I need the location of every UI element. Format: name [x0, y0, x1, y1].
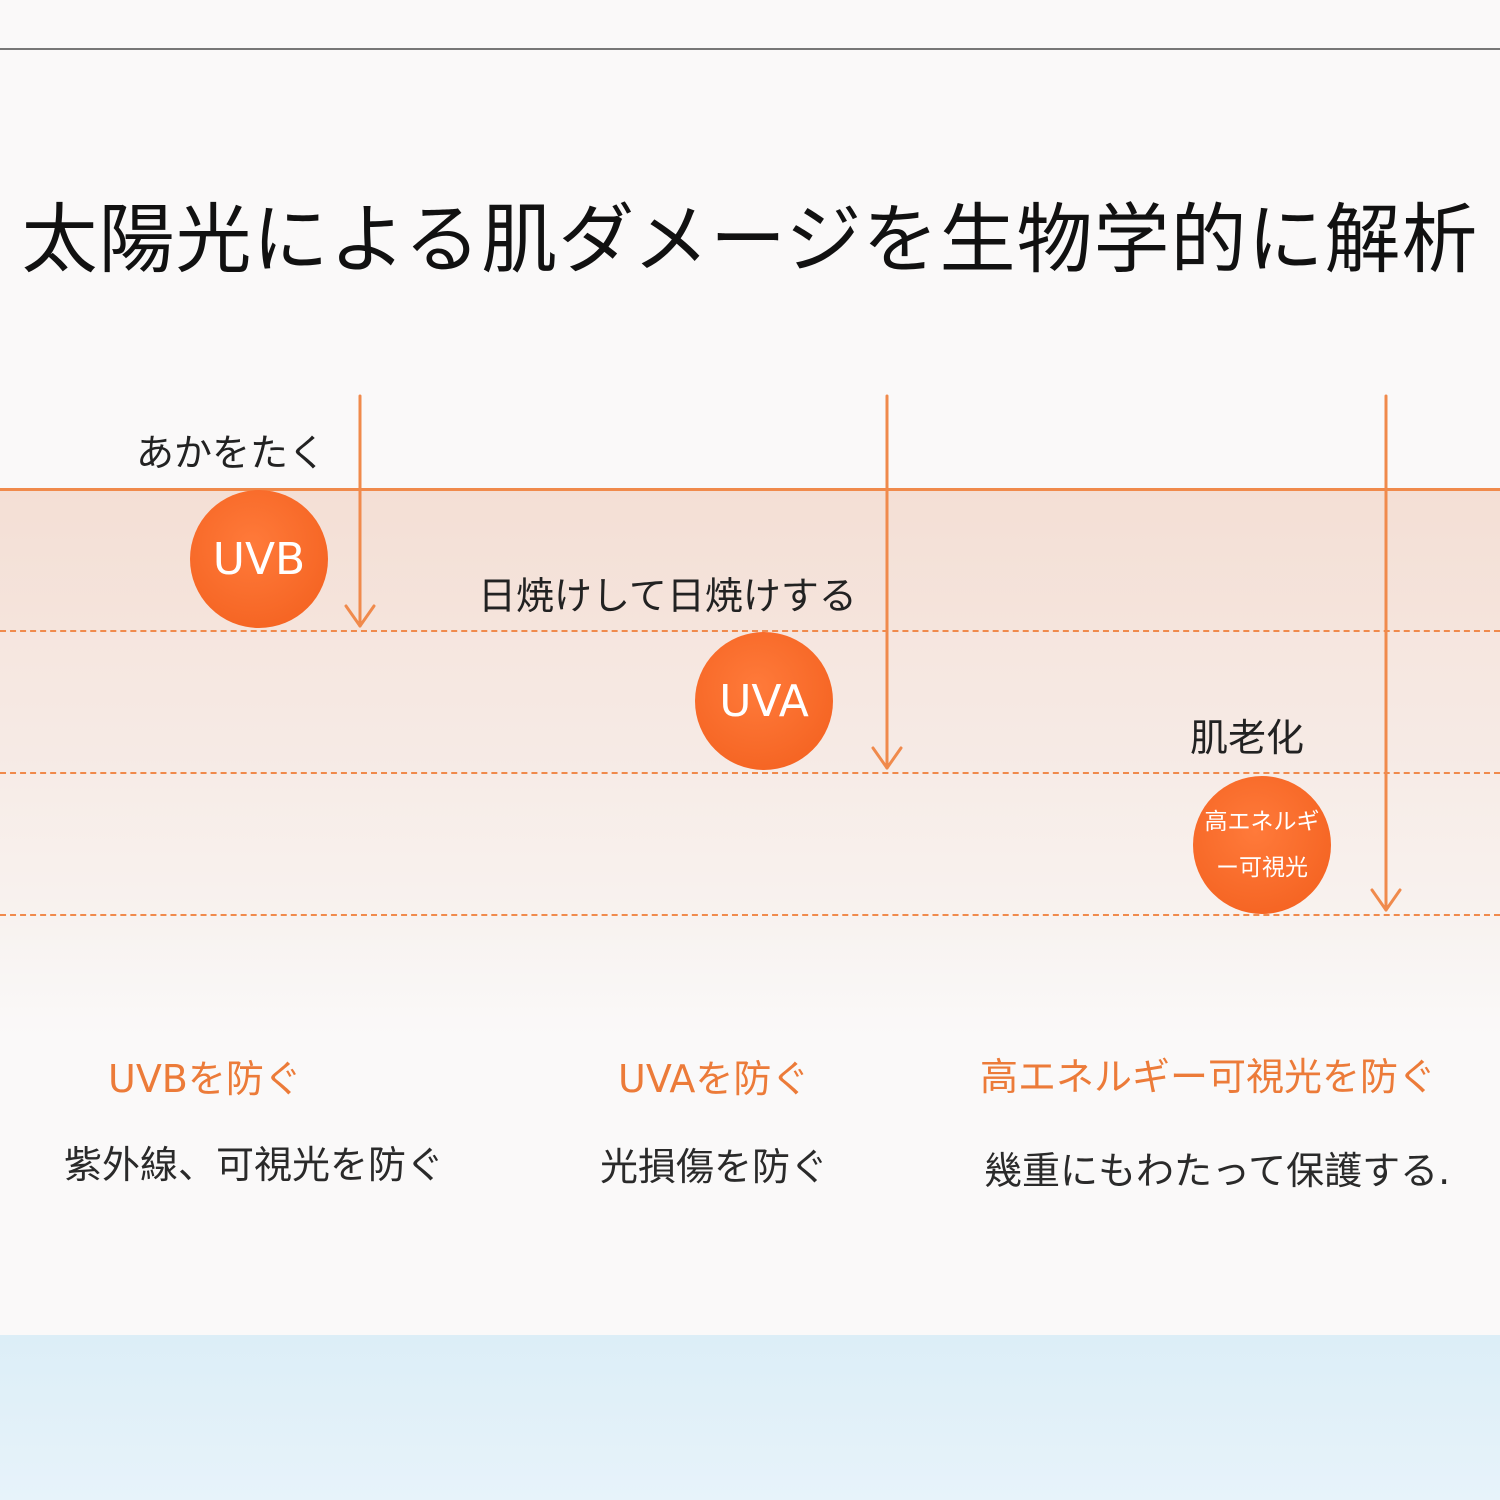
uvb-badge: UVB: [190, 490, 328, 628]
hev-badge-label-line1: 高エネルギ: [1204, 809, 1320, 835]
hev-badge: 高エネルギ ー可視光: [1193, 776, 1331, 914]
uvb-arrow: [344, 394, 376, 628]
uva-arrow: [871, 394, 903, 770]
hev-protection-text: 幾重にもわたって保護する.: [984, 1149, 1451, 1193]
tanning-label: 日焼けして日焼けする: [478, 574, 857, 618]
redness-label: あかをたく: [136, 431, 327, 475]
bottom-light-blue-area: [0, 1335, 1500, 1500]
layer-boundary-1: [0, 630, 1500, 632]
uva-protection-heading: UVAを防ぐ: [618, 1057, 810, 1101]
layer-boundary-3: [0, 914, 1500, 916]
hev-protection-heading: 高エネルギー可視光を防ぐ: [980, 1055, 1437, 1099]
uvb-protection-text: 紫外線、可視光を防ぐ: [64, 1143, 445, 1187]
uvb-protection-heading: UVBを防ぐ: [108, 1057, 302, 1101]
uva-badge: UVA: [695, 632, 833, 770]
page-title: 太陽光による肌ダメージを生物学的に解析: [21, 195, 1479, 284]
layer-boundary-2: [0, 772, 1500, 774]
uva-protection-text: 光損傷を防ぐ: [600, 1145, 829, 1189]
uvb-badge-label: UVB: [212, 533, 306, 585]
uva-badge-label: UVA: [719, 675, 809, 727]
hev-arrow: [1370, 394, 1402, 912]
skin-surface-line: [0, 488, 1500, 491]
skin-layer-fade: [0, 916, 1500, 1036]
top-divider: [0, 48, 1500, 50]
skin-aging-label: 肌老化: [1190, 716, 1305, 760]
hev-badge-label-line2: ー可視光: [1216, 855, 1308, 881]
